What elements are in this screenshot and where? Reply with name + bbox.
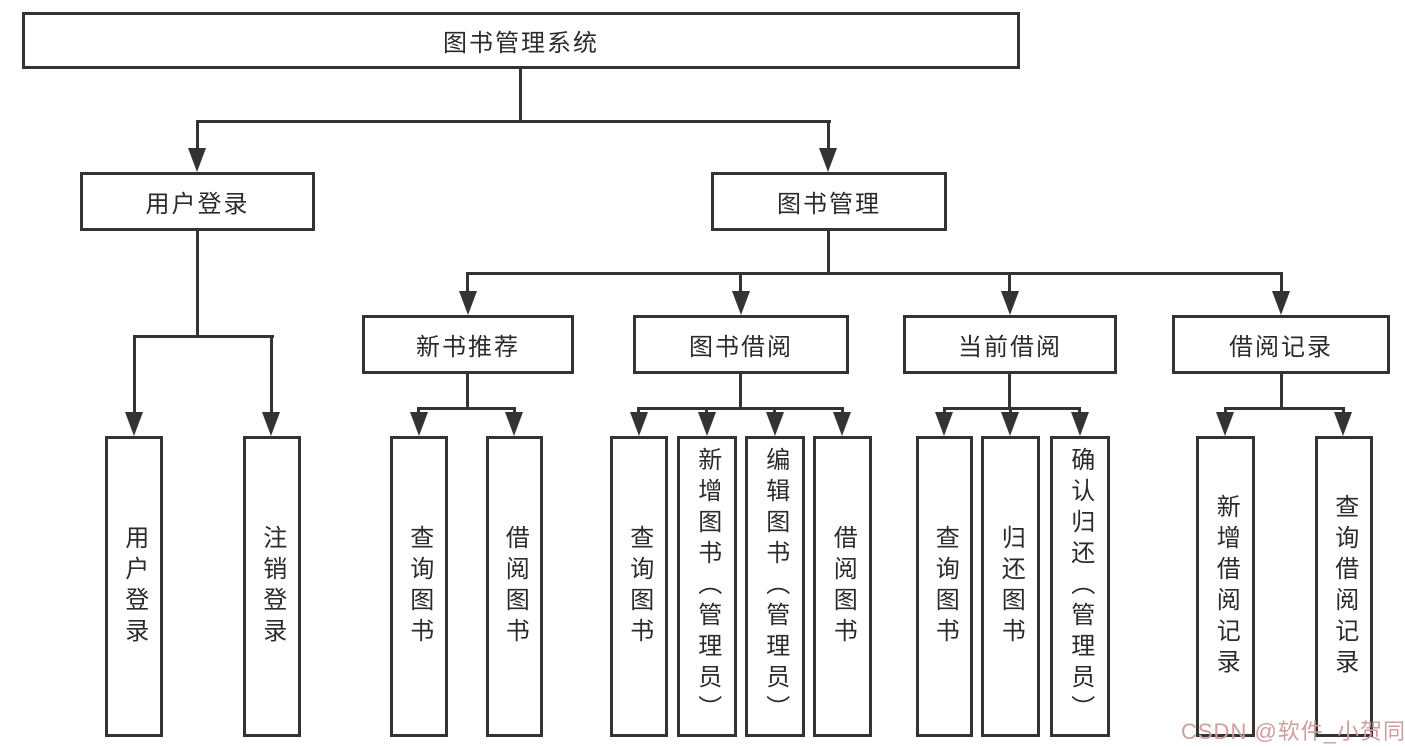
edge-current-borrow-branch [943, 407, 1081, 410]
leaf-label: 查询借阅记录 [1330, 493, 1358, 680]
edge-records-stem [1280, 374, 1283, 410]
leaf-label: 查询图书 [405, 524, 433, 649]
edge-root-stem [519, 69, 522, 120]
edge-drop [705, 407, 708, 415]
edge-root-branch [196, 120, 831, 123]
edge-drop [943, 407, 946, 415]
leaf-borrow-books-recommend: 借阅图书 [486, 436, 543, 737]
edge-drop [1224, 407, 1227, 415]
leaf-label: 查询图书 [931, 524, 959, 649]
node-current-borrow: 当前借阅 [903, 315, 1117, 374]
leaf-label: 归还图书 [997, 524, 1025, 649]
node-book-borrow: 图书借阅 [633, 315, 849, 374]
edge-drop [773, 407, 776, 415]
arrowhead-down-icon [1001, 291, 1019, 315]
node-borrow-records: 借阅记录 [1172, 315, 1390, 374]
node-user-login: 用户登录 [80, 172, 315, 231]
leaf-label: 借阅图书 [501, 524, 529, 649]
leaf-label: 编辑图书（管理员） [761, 447, 789, 726]
leaf-label: 新增图书（管理员） [693, 447, 721, 726]
leaf-label: 借阅图书 [829, 524, 857, 649]
edge-to-user-login [196, 120, 199, 150]
arrowhead-down-icon [935, 412, 953, 436]
node-new-book-recommend: 新书推荐 [362, 315, 574, 374]
edge-to-leaf-logout [270, 335, 273, 413]
edge-drop [417, 407, 420, 415]
arrowhead-down-icon [732, 291, 750, 315]
leaf-label: 确认归还（管理员） [1066, 447, 1094, 726]
edge-book-borrow-stem [739, 374, 742, 410]
edge-to-book-borrow [739, 272, 742, 293]
edge-drop [513, 407, 516, 415]
leaf-query-books-borrow: 查询图书 [610, 436, 668, 737]
edge-drop [841, 407, 844, 415]
edge-book-management-branch [466, 272, 1283, 275]
edge-drop [1342, 407, 1345, 415]
arrowhead-down-icon [630, 412, 648, 436]
leaf-add-book-admin: 新增图书（管理员） [677, 436, 737, 737]
arrowhead-down-icon [262, 412, 280, 436]
leaf-query-books-recommend: 查询图书 [390, 436, 448, 737]
leaf-edit-book-admin: 编辑图书（管理员） [745, 436, 805, 737]
leaf-label: 查询图书 [625, 524, 653, 649]
arrowhead-down-icon [833, 412, 851, 436]
arrowhead-down-icon [505, 412, 523, 436]
leaf-return-book: 归还图书 [981, 436, 1040, 737]
arrowhead-down-icon [766, 412, 784, 436]
arrowhead-down-icon [410, 412, 428, 436]
edge-to-records [1280, 272, 1283, 293]
arrowhead-down-icon [459, 291, 477, 315]
edge-user-login-branch [133, 335, 274, 338]
arrowhead-down-icon [819, 148, 837, 172]
arrowhead-down-icon [698, 412, 716, 436]
edge-current-borrow-stem [1008, 374, 1011, 410]
edge-drop [637, 407, 640, 415]
arrowhead-down-icon [188, 148, 206, 172]
edge-to-book-management [827, 120, 830, 150]
csdn-watermark: CSDN @软件_小贺同学 [1181, 719, 1405, 744]
arrowhead-down-icon [1001, 412, 1019, 436]
arrowhead-down-icon [125, 412, 143, 436]
edge-to-new-book [466, 272, 469, 293]
edge-user-login-stem [196, 231, 199, 335]
arrowhead-down-icon [1272, 291, 1290, 315]
arrowhead-down-icon [1071, 412, 1089, 436]
arrowhead-down-icon [1216, 412, 1234, 436]
leaf-label: 注销登录 [258, 524, 286, 649]
edge-to-leaf-user-login [133, 335, 136, 413]
arrowhead-down-icon [1334, 412, 1352, 436]
edge-new-book-branch [417, 407, 516, 410]
leaf-query-books-current: 查询图书 [916, 436, 973, 737]
edge-drop [1009, 407, 1012, 415]
edge-book-management-stem [827, 231, 830, 272]
edge-drop [1078, 407, 1081, 415]
edge-new-book-stem [466, 374, 469, 410]
edge-to-current-borrow [1008, 272, 1011, 293]
leaf-label: 用户登录 [120, 524, 148, 649]
leaf-query-borrow-record: 查询借阅记录 [1315, 436, 1373, 737]
leaf-borrow-books: 借阅图书 [813, 436, 872, 737]
leaf-add-borrow-record: 新增借阅记录 [1196, 436, 1255, 737]
leaf-user-login: 用户登录 [105, 436, 163, 737]
leaf-confirm-return-admin: 确认归还（管理员） [1050, 436, 1110, 737]
edge-book-borrow-branch [637, 407, 843, 410]
edge-records-branch [1224, 407, 1345, 410]
leaf-label: 新增借阅记录 [1212, 493, 1240, 680]
node-book-management: 图书管理 [711, 172, 947, 231]
leaf-logout: 注销登录 [243, 436, 301, 737]
node-root-library-system: 图书管理系统 [22, 12, 1020, 69]
